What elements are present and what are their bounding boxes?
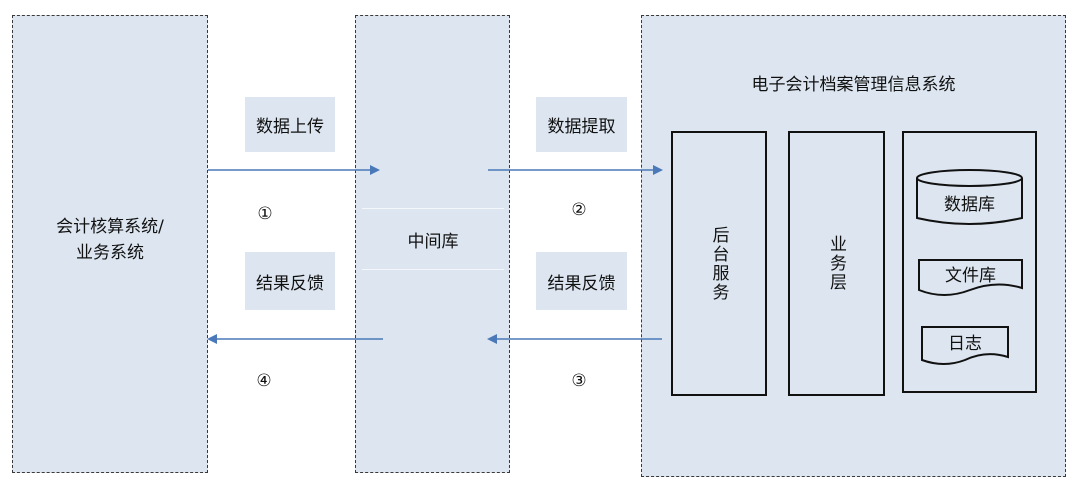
accounting-system-box <box>12 15 208 473</box>
extract-label: 数据提取 <box>536 97 627 152</box>
step-4-marker: ④ <box>256 371 272 391</box>
backend-service-box: 后台服务 <box>671 131 767 396</box>
accounting-system-label-line1: 会计核算系统/ <box>56 217 164 237</box>
file-store-icon <box>918 259 1023 296</box>
business-layer-box: 业务层 <box>788 131 885 396</box>
log-label: 日志 <box>948 333 982 354</box>
intermediate-db-section: 中间库 <box>362 208 504 270</box>
intermediate-db-box <box>355 15 510 473</box>
backend-service-label: 后台服务 <box>708 225 729 302</box>
log-icon <box>921 326 1009 365</box>
file-store-label: 文件库 <box>945 265 996 286</box>
feedback-label-left: 结果反馈 <box>245 252 335 310</box>
feedback-label-right: 结果反馈 <box>536 252 627 310</box>
accounting-system-label-line2: 业务系统 <box>76 243 144 263</box>
intermediate-db-label: 中间库 <box>407 231 459 252</box>
accounting-system-label: 会计核算系统/ 业务系统 <box>12 205 208 275</box>
database-icon <box>916 169 1023 225</box>
business-layer-label: 业务层 <box>826 235 846 292</box>
upload-label: 数据上传 <box>245 97 335 152</box>
step-2-marker: ② <box>571 200 587 220</box>
step-3-marker: ③ <box>571 371 587 391</box>
step-1-marker: ① <box>257 204 273 224</box>
archive-system-title: 电子会计档案管理信息系统 <box>751 74 956 95</box>
database-label: 数据库 <box>944 194 995 215</box>
